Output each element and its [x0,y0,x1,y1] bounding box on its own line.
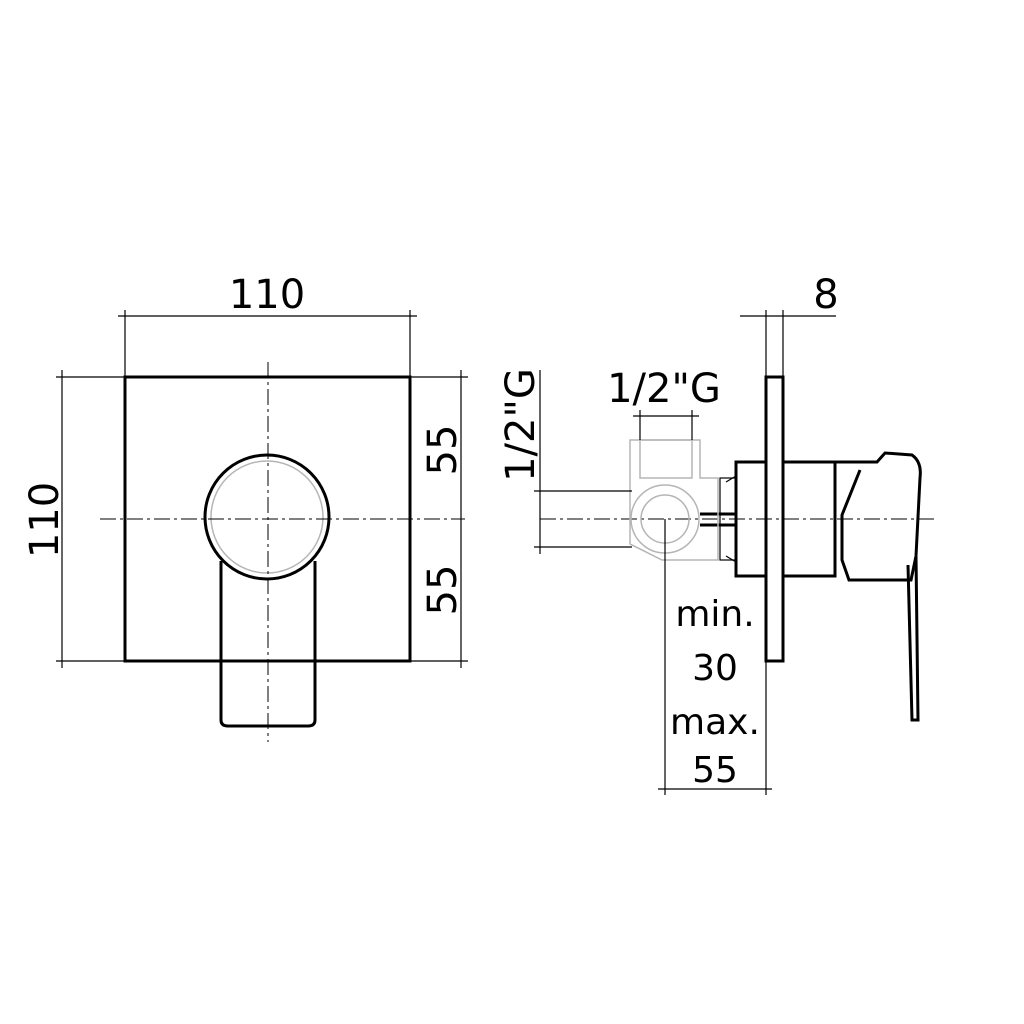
thread-collar [719,477,737,561]
plate-thickness-label: 8 [813,272,838,318]
valve-body [783,460,837,578]
depth-label-min-value: 30 [692,648,738,689]
elbow-inlet-top [639,439,693,479]
height-label: 110 [22,482,68,558]
handle-ring-outer [203,453,331,581]
lever-handle-profile [835,451,922,582]
depth-label-max-value: 55 [692,750,738,791]
thread-line-2 [725,555,737,563]
upper-half-label: 55 [420,425,466,476]
top-inlet-label: 1/2"G [607,366,721,412]
side-inlet-label: 1/2"G [498,368,544,482]
depth-label-max: max. [670,702,760,743]
thread-line-1 [725,475,737,483]
depth-label-min: min. [675,594,754,635]
handle-ring-inner [210,460,324,574]
lower-half-label: 55 [420,565,466,616]
side-view: 1/2"G 1/2"G 8 min. 30 max. 55 [498,272,936,795]
width-label: 110 [229,272,305,318]
lever-handle-blade [906,555,920,722]
elbow-fitting [629,439,719,561]
front-view: 110 110 55 55 [22,272,468,742]
